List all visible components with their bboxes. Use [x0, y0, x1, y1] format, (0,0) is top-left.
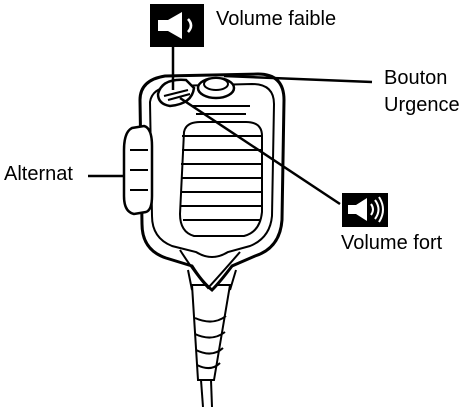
speaker-high-volume-icon — [342, 193, 388, 227]
volume-high-label: Volume fort — [341, 232, 442, 255]
emergency-button-label-line2: Urgence — [384, 94, 460, 117]
side-ptt-button — [124, 126, 152, 214]
coiled-cable — [192, 285, 230, 407]
ptt-label: Alternat — [4, 163, 73, 186]
speaker-low-volume-icon — [150, 4, 204, 47]
volume-low-label: Volume faible — [216, 8, 336, 31]
emergency-button-label-line1: Bouton — [384, 67, 447, 90]
